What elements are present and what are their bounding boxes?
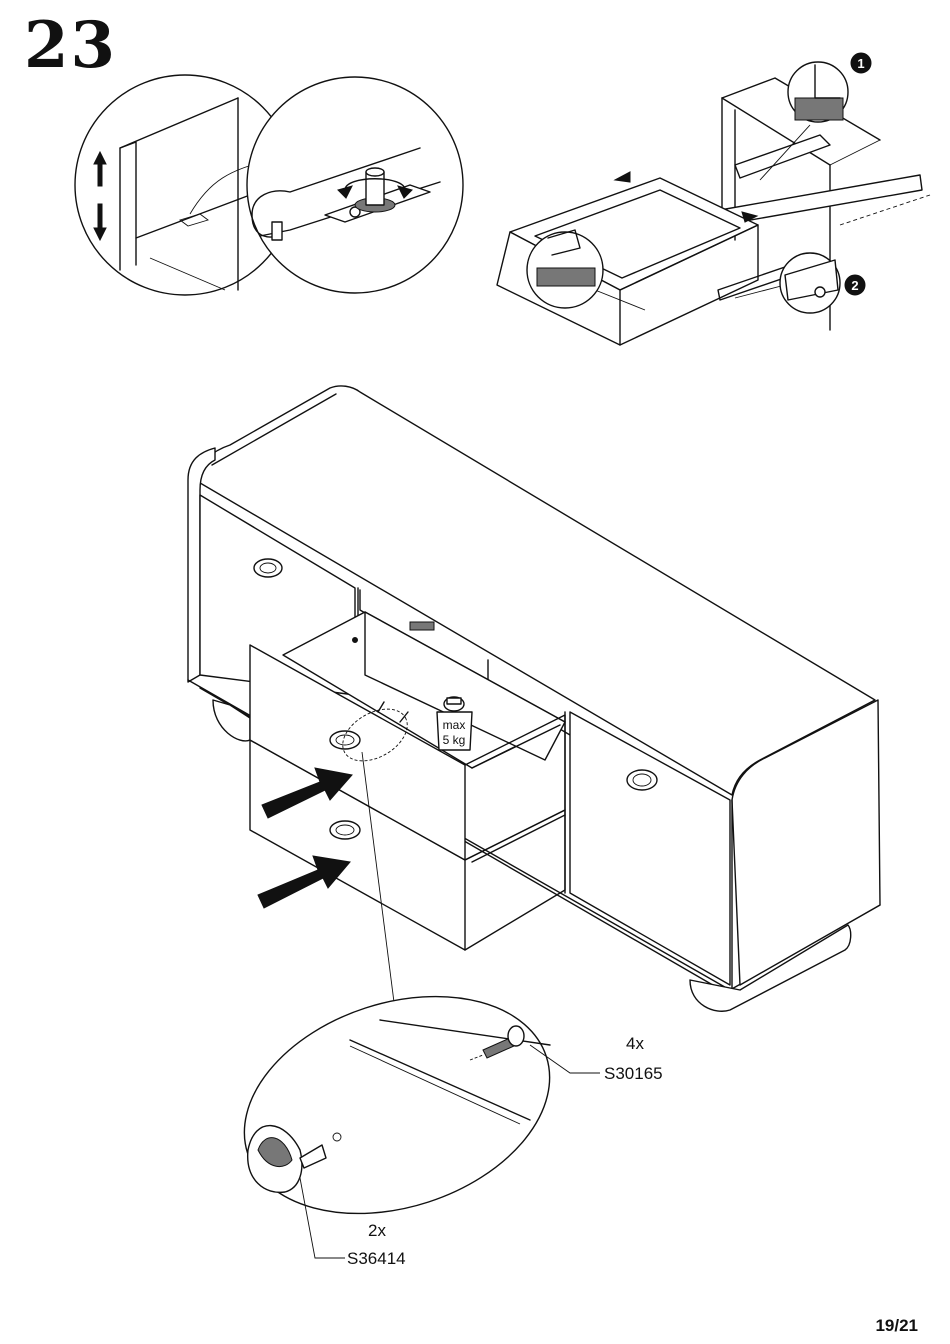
part-code-screw: S30165: [604, 1064, 663, 1084]
part-qty-screw: 4x: [626, 1034, 644, 1054]
svg-text:5 kg: 5 kg: [443, 733, 466, 747]
drawer-slide-detail: 1 2: [497, 53, 930, 345]
svg-text:1: 1: [857, 56, 864, 71]
callout-2-badge: 2: [845, 275, 865, 295]
part-code-handle: S36414: [347, 1249, 406, 1269]
part-qty-handle: 2x: [368, 1221, 386, 1241]
page-number: 19/21: [875, 1316, 918, 1336]
svg-text:2: 2: [851, 278, 858, 293]
svg-text:max: max: [443, 718, 466, 732]
push-arrow-icon: [258, 856, 350, 908]
handle-zoom-detail: [216, 959, 600, 1258]
drawer-height-adjust-detail: [75, 75, 463, 295]
tv-cabinet-illustration: max 5 kg: [188, 386, 880, 1011]
callout-1-badge: 1: [851, 53, 871, 73]
